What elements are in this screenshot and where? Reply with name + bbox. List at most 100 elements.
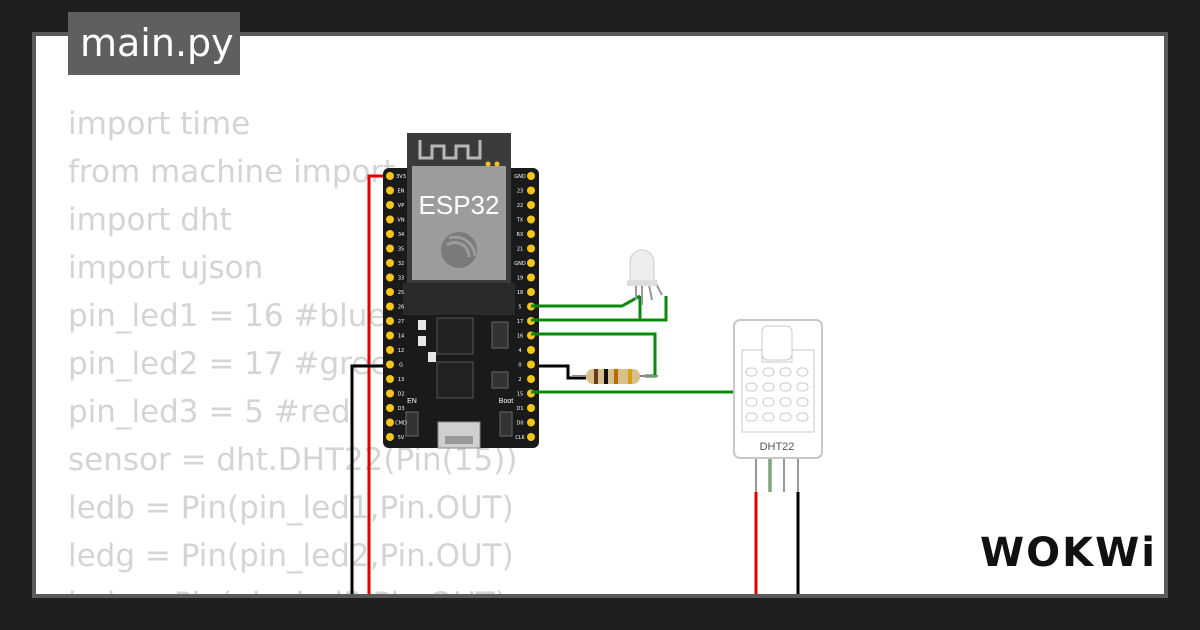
pin-left-3V3[interactable]	[386, 172, 394, 180]
pin-label: 34	[398, 232, 404, 238]
pin-left-VP[interactable]	[386, 201, 394, 209]
pin-right-GND[interactable]	[527, 172, 535, 180]
code-line: import ujson	[68, 250, 264, 286]
pin-left-35[interactable]	[386, 244, 394, 253]
preview-frame	[32, 32, 1168, 598]
pin-left-EN[interactable]	[386, 186, 394, 195]
pin-label: 19	[517, 276, 523, 282]
pin-left-32[interactable]	[386, 259, 394, 267]
espressif-icon	[441, 232, 477, 268]
pin-label: 14	[398, 334, 404, 340]
wire-black-gnd-left	[350, 364, 586, 598]
pin-right-TX[interactable]	[527, 215, 535, 224]
pin-label: 22	[517, 203, 523, 209]
pin-left-13[interactable]	[386, 375, 394, 383]
pin-label: CLK	[515, 435, 525, 441]
file-tab-main-py[interactable]: main.py	[68, 12, 240, 75]
wokwi-logo: WOKWi	[980, 530, 1152, 576]
pin-right-19[interactable]	[527, 273, 535, 282]
pin-label: 15	[517, 392, 523, 398]
pin-label: D2	[397, 392, 404, 398]
pin-left-G[interactable]	[386, 360, 394, 369]
wire-green-pin5	[531, 294, 641, 308]
pin-label: 17	[517, 319, 523, 325]
pin-left-27[interactable]	[386, 317, 394, 325]
boot-label: Boot	[499, 398, 513, 405]
rgb-led[interactable]	[627, 249, 663, 305]
pin-left-CMD[interactable]	[386, 418, 394, 427]
dht-grille-slot	[745, 382, 758, 392]
dht-grille-slot	[779, 382, 792, 392]
pin-left-14[interactable]	[386, 331, 394, 340]
pin-label: CMD	[395, 421, 407, 427]
esp32-board[interactable]	[383, 133, 539, 449]
pin-right-23[interactable]	[527, 186, 535, 195]
pin-left-26[interactable]	[386, 302, 394, 311]
pin-right-22[interactable]	[527, 201, 535, 209]
pin-right-0[interactable]	[527, 360, 535, 369]
pin-right-D0[interactable]	[527, 418, 535, 427]
pin-left-5V[interactable]	[386, 433, 394, 441]
pin-right-CLK[interactable]	[527, 433, 535, 441]
dht22-sensor[interactable]	[733, 319, 823, 492]
pin-right-D1[interactable]	[527, 404, 535, 412]
pin-label: 35	[398, 247, 404, 253]
dht-grille-slot	[796, 367, 809, 377]
pin-left-12[interactable]	[386, 346, 394, 354]
page-bottom-margin	[0, 598, 1200, 630]
dht-grille-slot	[762, 412, 775, 422]
dht-grille-slot	[762, 397, 775, 407]
code-line: sensor = dht.DHT22(Pin(15))	[68, 442, 518, 478]
pin-label: 12	[398, 348, 404, 354]
pin-label: 21	[517, 247, 523, 253]
dht-grille-slot	[762, 367, 775, 377]
pin-left-D2[interactable]	[386, 389, 394, 398]
code-line: pin_led3 = 5 #red	[68, 394, 351, 430]
pin-label: 26	[398, 305, 404, 311]
pin-label: GND	[514, 261, 526, 267]
pin-right-GND[interactable]	[527, 259, 535, 267]
dht-grille-slot	[796, 382, 809, 392]
pin-left-VN[interactable]	[386, 215, 394, 224]
pin-label: 4	[518, 348, 521, 354]
dht-grille-slot	[745, 397, 758, 407]
en-label: EN	[407, 398, 417, 405]
code-line: import dht	[68, 202, 232, 238]
dht-grille-slot	[779, 367, 792, 377]
dht-grille-slot	[796, 412, 809, 422]
code-line: ledg = Pin(pin_led2,Pin.OUT)	[68, 538, 514, 574]
pin-label: 2	[518, 377, 521, 383]
pin-left-34[interactable]	[386, 230, 394, 238]
pin-right-2[interactable]	[527, 375, 535, 383]
wire-red-3v3	[367, 174, 387, 598]
wokwi-logo-text: WOKWi	[980, 530, 1152, 576]
code-line: import time	[68, 106, 251, 142]
pin-right-4[interactable]	[527, 346, 535, 354]
dht22-label: DHT22	[760, 441, 795, 453]
pin-label: EN	[398, 189, 405, 195]
pin-label: 5	[518, 305, 521, 311]
frame-bottom-border	[32, 594, 1168, 598]
esp32-pins: 3V3ENVPVN343532332526271412G13D2D3CMD5VG…	[386, 172, 535, 441]
pin-right-RX[interactable]	[527, 230, 535, 238]
esp32-label: ESP32	[419, 190, 500, 220]
pin-left-D3[interactable]	[386, 404, 394, 412]
pin-label: 0	[518, 363, 521, 369]
pin-right-21[interactable]	[527, 244, 535, 253]
pin-label: VP	[398, 203, 404, 209]
dht-grille-slot	[779, 397, 792, 407]
pin-label: 27	[398, 319, 404, 325]
pin-label: RX	[517, 232, 524, 238]
dht-grille-slot	[796, 397, 809, 407]
pin-label: 18	[517, 290, 523, 296]
pin-left-33[interactable]	[386, 273, 394, 282]
pin-label: 25	[398, 290, 404, 296]
resistor[interactable]	[572, 369, 658, 384]
pin-left-25[interactable]	[386, 288, 394, 296]
pin-label: 33	[398, 276, 404, 282]
pin-label: D3	[397, 406, 404, 412]
pin-right-18[interactable]	[527, 288, 535, 296]
code-line: ledb = Pin(pin_led1,Pin.OUT)	[68, 490, 514, 526]
pin-label: 16	[517, 334, 523, 340]
